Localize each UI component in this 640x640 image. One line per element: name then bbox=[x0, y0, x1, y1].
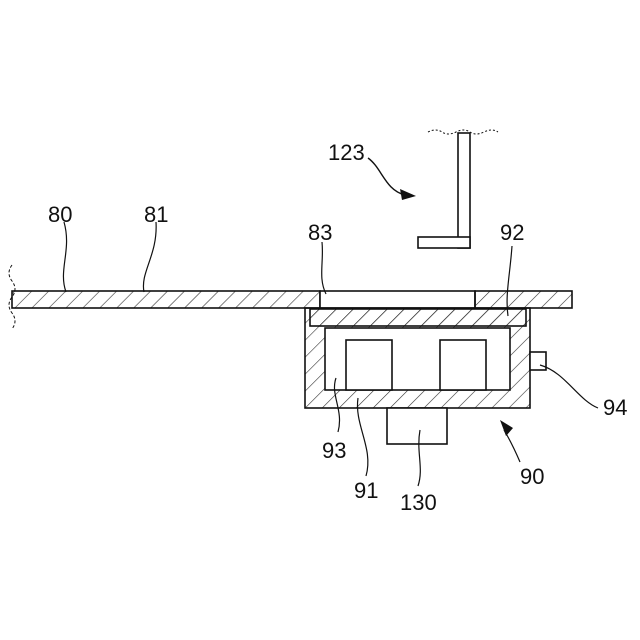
label-123: 123 bbox=[328, 140, 365, 165]
connector-94 bbox=[530, 352, 546, 370]
leader-94 bbox=[540, 365, 598, 408]
leader-123 bbox=[368, 158, 405, 195]
block-130 bbox=[387, 408, 447, 444]
component-93-right bbox=[440, 340, 486, 390]
label-81: 81 bbox=[144, 202, 168, 227]
plate-left bbox=[12, 291, 320, 308]
label-80: 80 bbox=[48, 202, 72, 227]
housing-90 bbox=[305, 308, 546, 444]
cover-92 bbox=[310, 309, 526, 326]
plate-right bbox=[475, 291, 572, 308]
leader-91 bbox=[357, 398, 367, 476]
label-92: 92 bbox=[500, 220, 524, 245]
opening-83 bbox=[320, 291, 475, 308]
arrowhead-123 bbox=[400, 189, 416, 200]
bracket-foot bbox=[418, 237, 470, 248]
component-93-left bbox=[346, 340, 392, 390]
label-90: 90 bbox=[520, 464, 544, 489]
leader-80 bbox=[63, 222, 66, 292]
bracket-123 bbox=[418, 130, 498, 248]
label-130: 130 bbox=[400, 490, 437, 515]
label-91: 91 bbox=[354, 478, 378, 503]
label-83: 83 bbox=[308, 220, 332, 245]
arrowhead-90 bbox=[500, 420, 513, 436]
label-93: 93 bbox=[322, 438, 346, 463]
leader-81 bbox=[143, 222, 156, 292]
label-94: 94 bbox=[603, 395, 627, 420]
bracket-vertical bbox=[458, 133, 470, 248]
leader-83 bbox=[322, 242, 326, 294]
